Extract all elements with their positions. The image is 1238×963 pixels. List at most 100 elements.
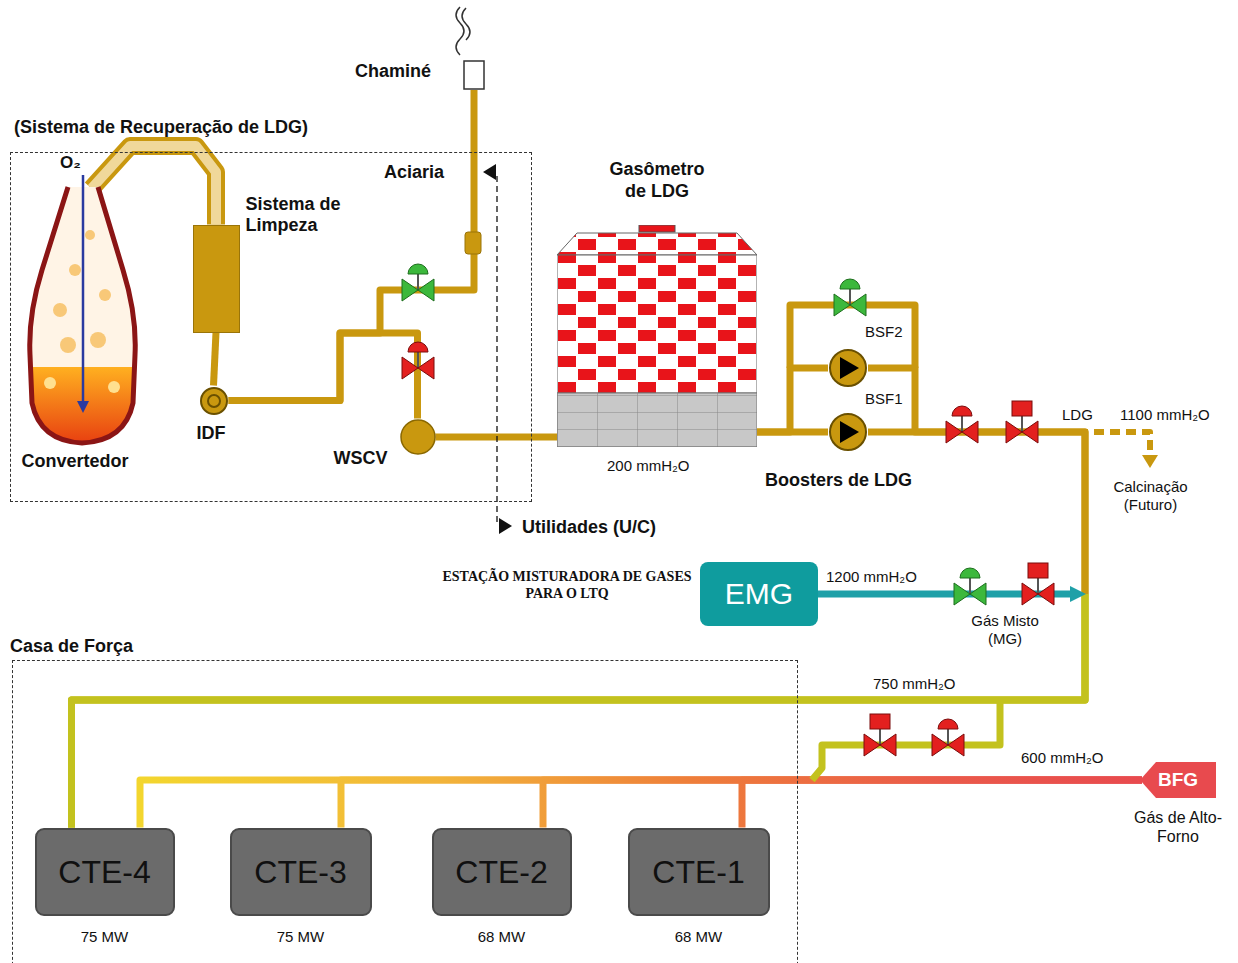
- plain-label: 1100 mmH₂O: [1120, 406, 1210, 424]
- valve-symbol: [402, 342, 434, 379]
- plain-label: LDG: [1062, 406, 1093, 424]
- flow-arrow: [1070, 586, 1086, 602]
- box-text: CTE-1: [652, 852, 744, 890]
- pipe-line: [72, 594, 1086, 828]
- pipe-line: [140, 780, 1142, 828]
- plain-label: 750 mmH₂O: [873, 675, 956, 693]
- valve-symbol: [834, 279, 866, 316]
- bfg-source: BFGGás de Alto-Forno: [1140, 762, 1216, 798]
- boundary-arrow: [483, 164, 496, 180]
- valve-symbol: [402, 264, 434, 301]
- plain-label: Gás Misto (MG): [968, 612, 1042, 648]
- pipe-line: [543, 780, 1142, 828]
- damper: [465, 232, 481, 254]
- stack-box: Chaminé: [463, 60, 485, 90]
- box-text: EMG: [725, 576, 793, 612]
- boundary-arrow: [499, 518, 512, 534]
- gasholder: Gasômetro de LDG200 mmH₂O: [557, 225, 757, 447]
- node-label: Convertedor: [22, 451, 129, 473]
- pipe-connector: [92, 146, 217, 225]
- booster-drawing: [828, 412, 868, 452]
- wscv-circle: WSCV: [400, 419, 436, 455]
- pipe-connector: [72, 368, 1086, 828]
- valve-symbol: [954, 568, 986, 605]
- pipe-connector: [742, 780, 1142, 828]
- node-label: Casa de Força: [10, 636, 133, 658]
- capacity-label: 68 MW: [630, 928, 768, 946]
- dashed-region: (Sistema de Recuperação de LDG)Converted…: [10, 152, 532, 502]
- future-pipe: [1062, 432, 1150, 455]
- fan-circle: IDF: [199, 386, 229, 416]
- plain-label: O₂: [60, 153, 81, 173]
- stack-drawing: [463, 60, 485, 90]
- plain-label: Aciaria: [384, 162, 444, 184]
- wscv-drawing: [400, 419, 436, 455]
- plain-label: Boosters de LDG: [765, 470, 912, 492]
- cleaning-box: Sistema de Limpeza: [193, 225, 240, 333]
- pipe-line: [229, 333, 418, 419]
- node-label: (Sistema de Recuperação de LDG): [14, 117, 308, 139]
- valve-symbol: [864, 714, 896, 756]
- node-label: Gasômetro de LDG: [597, 159, 717, 202]
- smoke: [462, 8, 470, 40]
- box-text: CTE-2: [455, 852, 547, 890]
- pipe-line: [92, 146, 217, 225]
- power-unit: CTE-475 MW: [35, 828, 175, 916]
- capacity-label: 75 MW: [37, 928, 173, 946]
- plain-label: 1200 mmH₂O: [826, 568, 917, 586]
- power-unit: CTE-168 MW: [628, 828, 770, 916]
- node-label: 200 mmH₂O: [607, 457, 690, 475]
- pipe-connector: [757, 368, 828, 432]
- box-text: BFG: [1158, 769, 1198, 792]
- dashed-region: Casa de ForçaCTE-475 MWCTE-375 MWCTE-268…: [12, 660, 798, 963]
- valve-symbol: [1022, 563, 1054, 605]
- pipe-connector: [229, 333, 418, 419]
- booster-drawing: [828, 348, 868, 388]
- pipe-line: [72, 594, 1086, 828]
- capacity-label: 75 MW: [232, 928, 370, 946]
- booster-drawing: [199, 386, 229, 416]
- pipe-connector: [72, 594, 1086, 828]
- pipe-connector: [140, 780, 1142, 828]
- boundary-line: [496, 176, 497, 522]
- gasholder-drawing: [557, 225, 757, 447]
- power-unit: CTE-268 MW: [432, 828, 572, 916]
- mixing-station: EMG: [700, 562, 818, 626]
- pipe-line: [742, 780, 1142, 828]
- pipe-line: [341, 780, 1142, 828]
- plain-label: 600 mmH₂O: [1021, 749, 1104, 767]
- pipe-connector: [543, 780, 1142, 828]
- node-label: BSF1: [865, 390, 903, 408]
- tie-pipe: [812, 700, 1000, 780]
- pipe-line: [72, 594, 1086, 828]
- booster-pump: BSF2: [828, 348, 868, 388]
- node-label: BSF2: [865, 323, 903, 341]
- future-arrow: [1142, 455, 1158, 468]
- plain-label: ESTAÇÃO MISTURADORA DE GASES PARA O LTQ: [438, 569, 696, 603]
- pipe-connector: [214, 333, 217, 386]
- node-label: WSCV: [334, 448, 388, 470]
- plain-label: Calcinação (Futuro): [1098, 478, 1203, 514]
- pipe-connector: [341, 780, 1142, 828]
- converter-drawing: [20, 175, 145, 447]
- power-unit: CTE-375 MW: [230, 828, 372, 916]
- valve-symbol: [1006, 401, 1038, 443]
- pipe-line: [436, 434, 558, 441]
- pipe-line: [214, 333, 217, 386]
- pipe-line: [757, 368, 828, 432]
- pipe-connector: [436, 437, 558, 438]
- valve-symbol: [946, 406, 978, 443]
- valve-symbol: [932, 719, 964, 756]
- node-label: Chaminé: [355, 61, 431, 83]
- booster-pump: BSF1: [828, 412, 868, 452]
- node-label: Sistema de Limpeza: [246, 194, 358, 237]
- source-label: Gás de Alto-Forno: [1132, 808, 1224, 846]
- capacity-label: 68 MW: [434, 928, 570, 946]
- pipe-line: [92, 146, 217, 225]
- box-text: CTE-4: [58, 852, 150, 890]
